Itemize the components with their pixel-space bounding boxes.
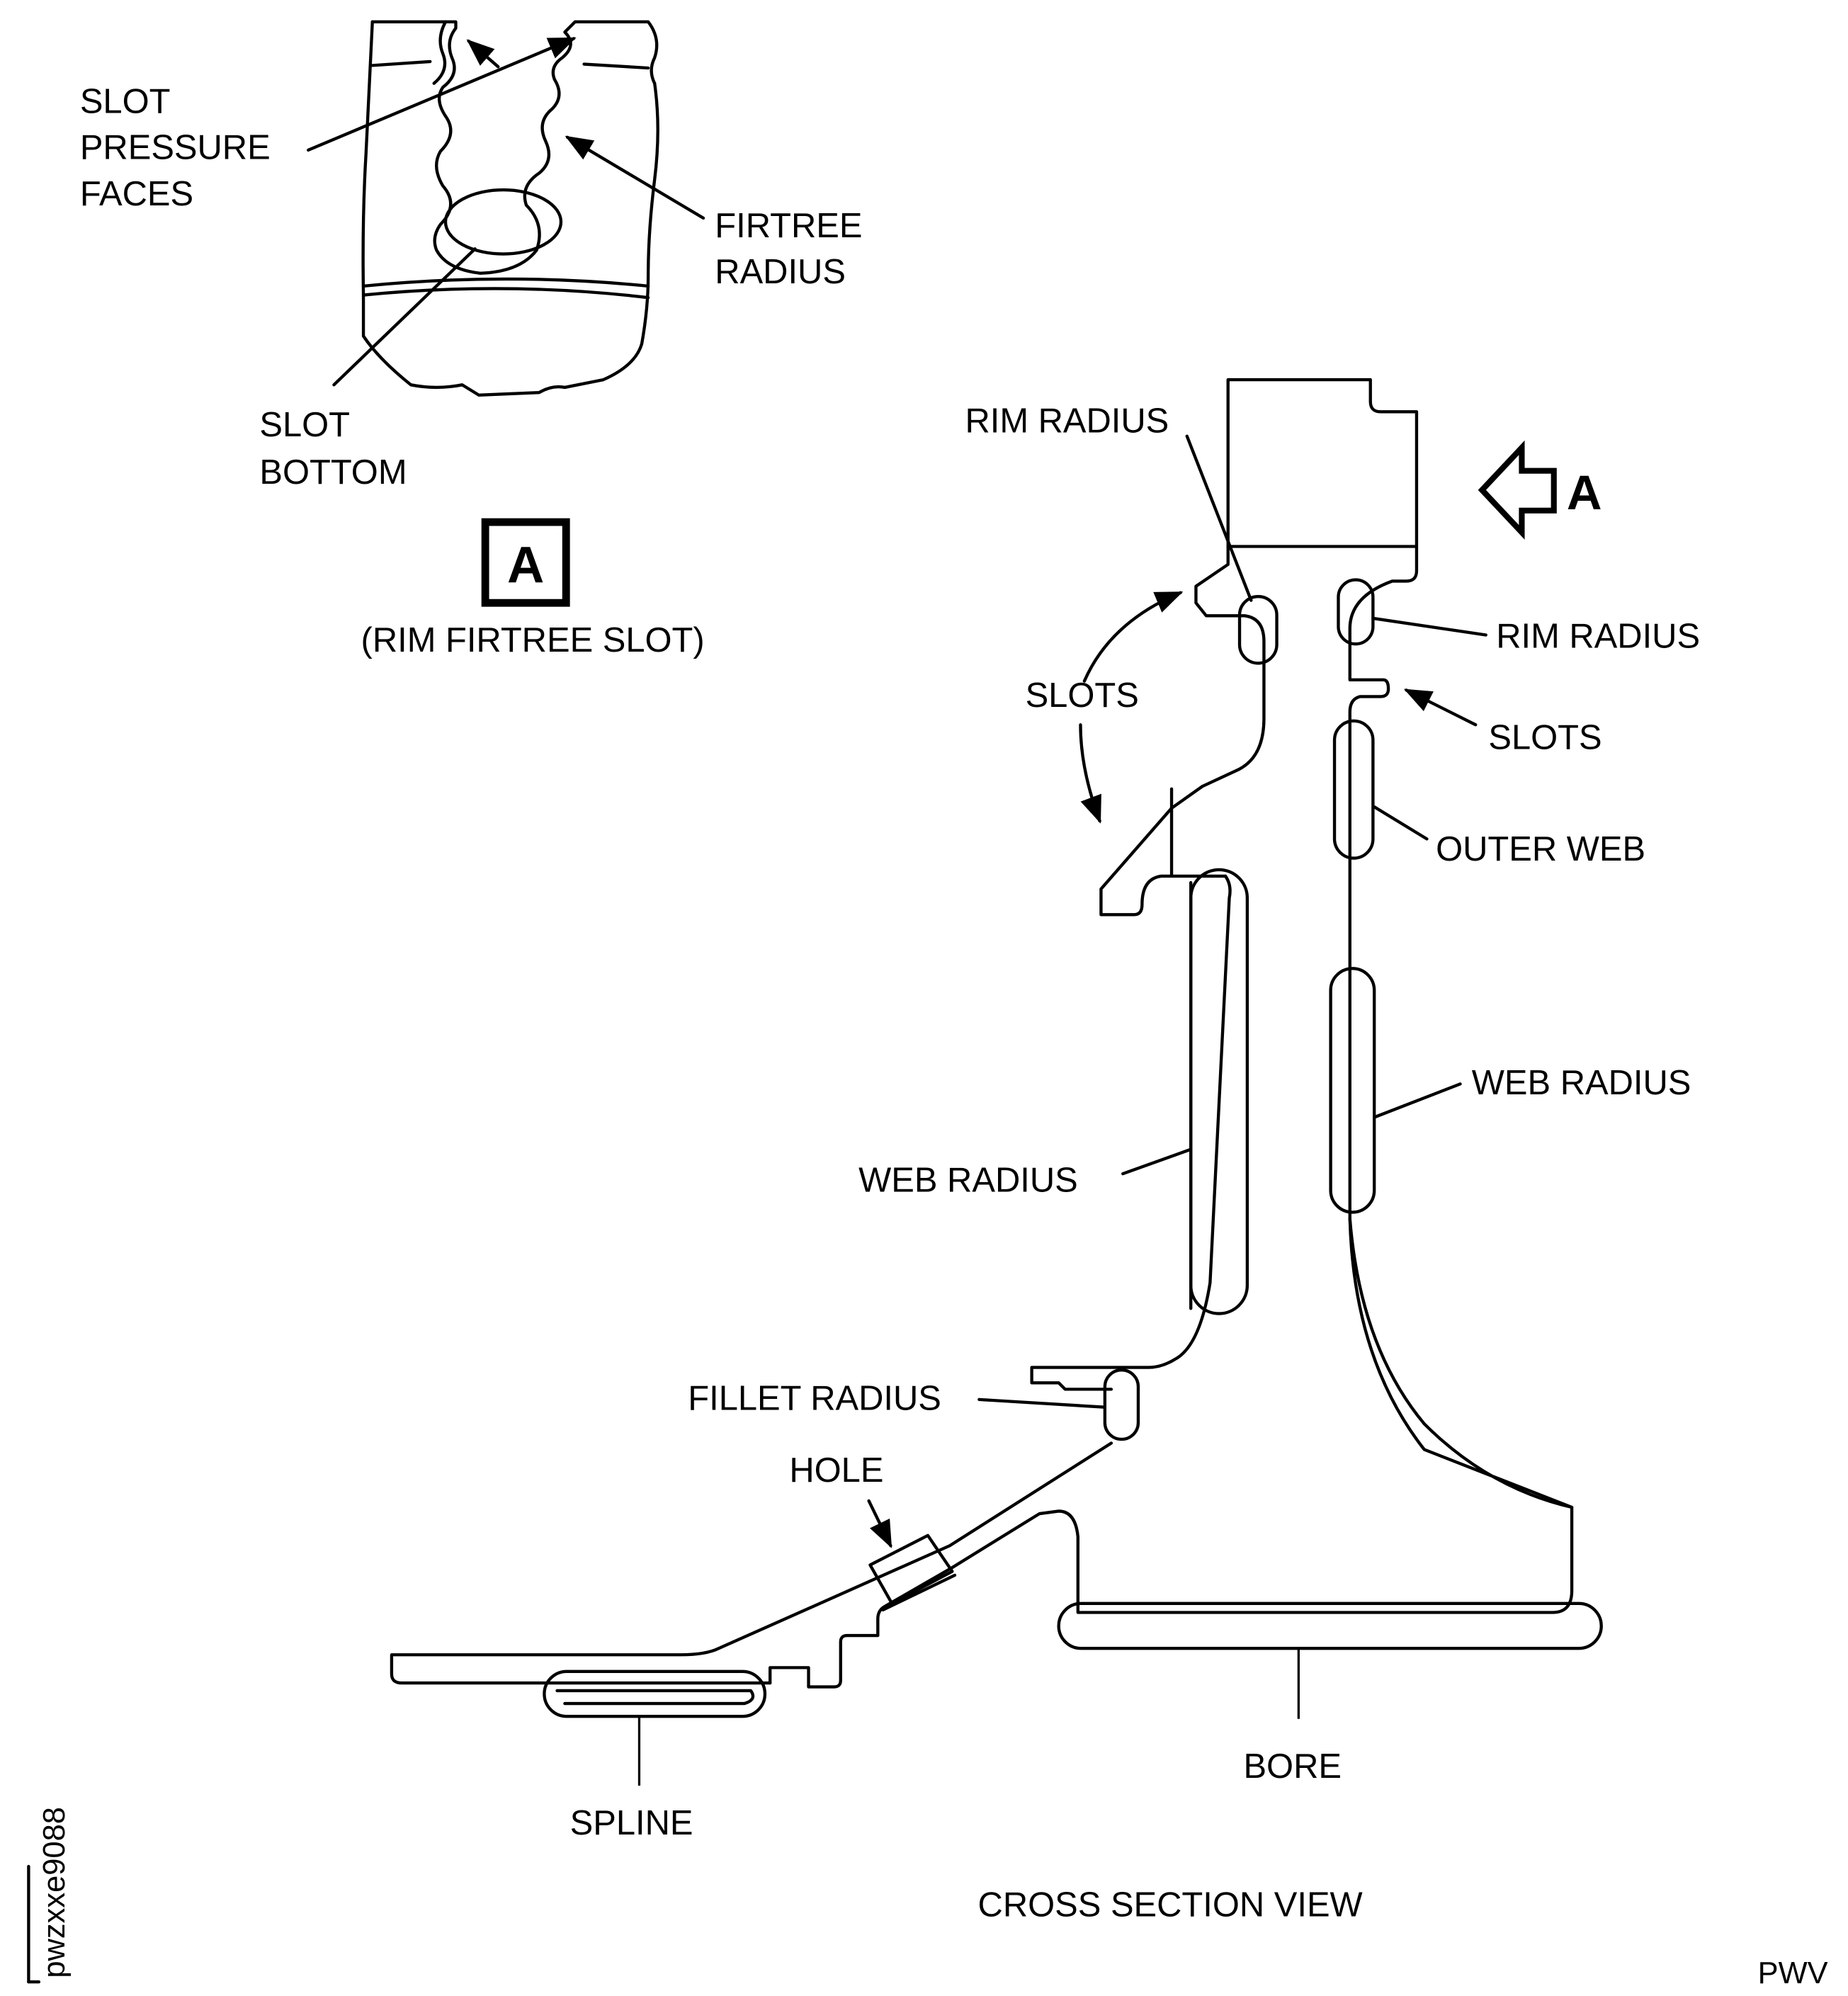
rim-radius-right-zone bbox=[1337, 578, 1375, 646]
publisher-mark: PWV bbox=[1758, 1956, 1828, 1990]
fillet-radius-leader bbox=[977, 1397, 1107, 1409]
label-bore: BORE bbox=[1243, 1747, 1342, 1786]
rim-block bbox=[1226, 378, 1419, 548]
hole-leader bbox=[867, 1499, 892, 1548]
label-rim-radius-left: RIM RADIUS bbox=[965, 402, 1169, 440]
view-a-arrow-letter: A bbox=[1567, 465, 1602, 520]
label-firtree-radius-2: RADIUS bbox=[715, 253, 846, 291]
disk-left-edge bbox=[361, 20, 659, 397]
rim-radius-left-leader bbox=[1185, 434, 1253, 602]
left-profile-upper bbox=[1099, 545, 1266, 917]
figure-id: pwzxxe9088 bbox=[38, 1807, 72, 1978]
label-slot-bottom-1: SLOT bbox=[259, 406, 350, 444]
label-slot-pressure-faces-2: PRESSURE bbox=[80, 129, 271, 167]
platform-line-left bbox=[370, 59, 432, 67]
slot-bottom-ellipse bbox=[443, 188, 563, 256]
outer-web-leader bbox=[1373, 805, 1429, 841]
rim-band-upper bbox=[361, 277, 650, 288]
label-slot-pressure-faces-1: SLOT bbox=[80, 82, 171, 120]
slots-right-leader bbox=[1403, 688, 1478, 727]
rim-band-lower bbox=[361, 287, 650, 300]
slots-left-leader-down bbox=[1079, 723, 1101, 824]
label-firtree-radius-1: FIRTREE bbox=[715, 207, 862, 245]
firtree-slot-detail: SLOT PRESSURE FACES FIRTREE RADIUS SLOT … bbox=[80, 20, 863, 659]
firtree-radius-leader bbox=[565, 135, 705, 220]
rim-radius-right-leader bbox=[1371, 616, 1487, 637]
rim-radius-left-zone bbox=[1237, 594, 1279, 665]
slot-outline-left bbox=[370, 20, 482, 275]
label-fillet-radius: FILLET RADIUS bbox=[688, 1379, 941, 1417]
label-spline: SPLINE bbox=[570, 1804, 693, 1842]
label-outer-web: OUTER WEB bbox=[1436, 830, 1645, 868]
slot-inner-left bbox=[432, 20, 448, 85]
web-radius-left-leader bbox=[1121, 1147, 1193, 1176]
spline-zone bbox=[543, 1669, 767, 1718]
slots-left-leader-up bbox=[1082, 591, 1184, 683]
slot-pressure-leader-2 bbox=[466, 39, 500, 69]
view-a-letter: A bbox=[507, 536, 544, 594]
label-slots-right: SLOTS bbox=[1488, 719, 1602, 757]
cross-section-caption: CROSS SECTION VIEW bbox=[978, 1886, 1363, 1924]
right-flank bbox=[951, 1217, 1574, 1614]
web-radius-right-leader bbox=[1373, 1082, 1462, 1119]
hole-feature bbox=[868, 1533, 954, 1605]
platform-line-right bbox=[582, 62, 650, 70]
label-hole: HOLE bbox=[789, 1451, 883, 1490]
detail-caption: (RIM FIRTREE SLOT) bbox=[361, 621, 705, 659]
label-web-radius-left: WEB RADIUS bbox=[858, 1161, 1078, 1199]
cross-section: A RIM RADIUS RIM RADIUS SLOTS SLOTS OUTE… bbox=[390, 378, 1700, 1924]
outer-web-zone bbox=[1332, 719, 1375, 860]
right-profile-upper bbox=[1348, 545, 1419, 1220]
web-left-line bbox=[1030, 874, 1232, 1391]
label-rim-radius-right: RIM RADIUS bbox=[1496, 618, 1700, 656]
view-a-box bbox=[481, 518, 570, 607]
fillet-radius-zone bbox=[1103, 1368, 1140, 1441]
slot-bottom-leader bbox=[332, 247, 477, 387]
spline-inner-line bbox=[555, 1689, 755, 1706]
slot-pressure-leader-1 bbox=[307, 37, 577, 152]
bore-zone bbox=[1057, 1601, 1603, 1650]
right-flank-curve bbox=[1348, 1217, 1574, 1509]
arm-lower-edge bbox=[769, 1565, 954, 1689]
slot-outline-right bbox=[478, 20, 659, 275]
label-slot-pressure-faces-3: FACES bbox=[80, 175, 193, 213]
figure-id-block: pwzxxe9088 bbox=[27, 1807, 72, 1984]
label-slot-bottom-2: BOTTOM bbox=[259, 453, 407, 492]
label-slots-left: SLOTS bbox=[1026, 676, 1139, 715]
label-web-radius-right: WEB RADIUS bbox=[1472, 1064, 1691, 1102]
hole-lower-bar bbox=[881, 1573, 957, 1612]
web-radius-left-zone bbox=[1189, 868, 1249, 1315]
arm-upper-edge bbox=[390, 1441, 1113, 1685]
web-radius-right-zone bbox=[1329, 967, 1376, 1214]
view-a-arrow-icon bbox=[1478, 440, 1557, 540]
